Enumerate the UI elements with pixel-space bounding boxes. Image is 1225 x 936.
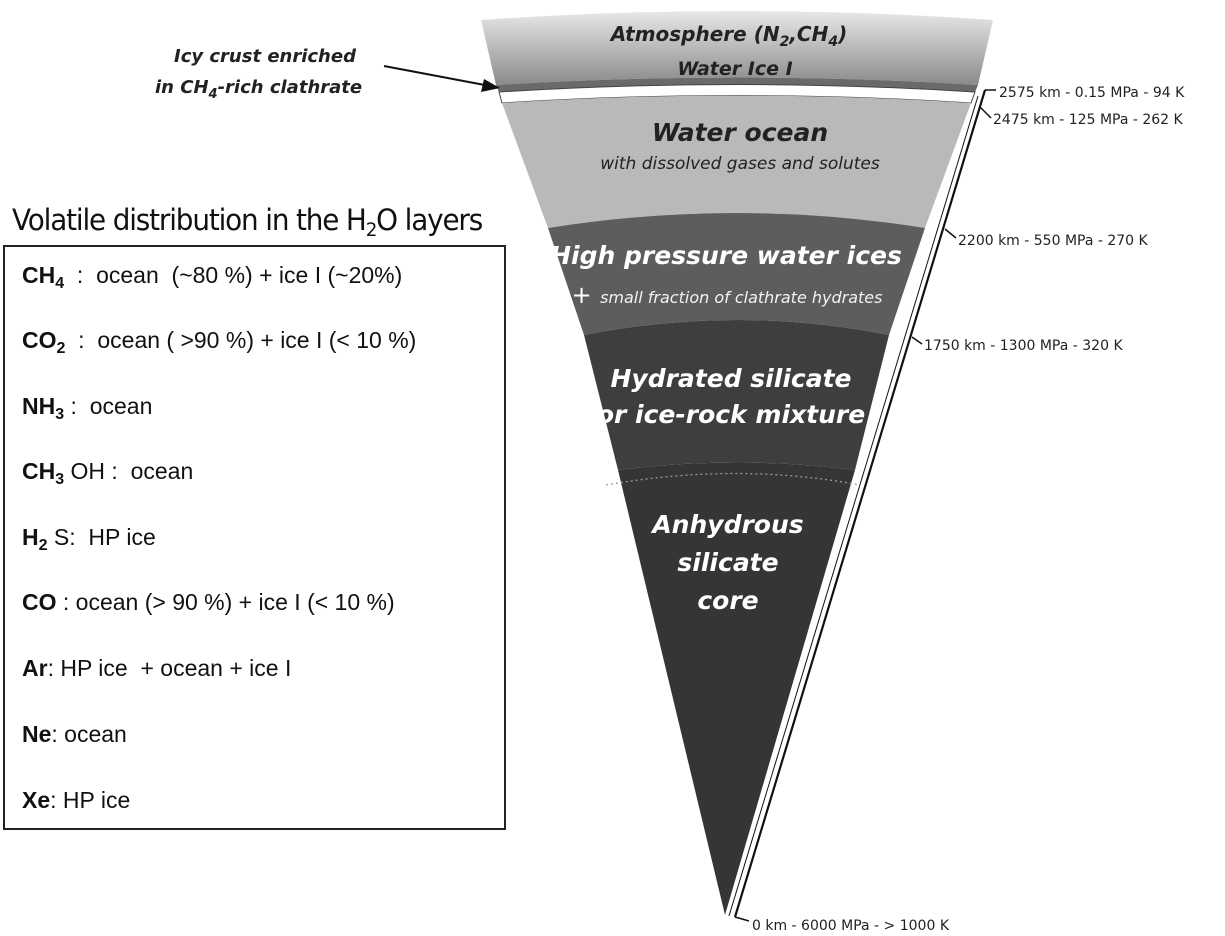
distribution-text: : ocean (> 90 %) + ice I (< 10 %) [56, 589, 395, 615]
volatile-row: NH3 : ocean [22, 393, 152, 424]
atmosphere-label: Atmosphere (N2,CH4) [609, 22, 847, 50]
volatile-row: Ar: HP ice + ocean + ice I [22, 655, 291, 686]
species-name: NH [22, 393, 56, 419]
species-name: Xe [22, 787, 51, 813]
callout-line2: in CH4-rich clathrate [155, 77, 362, 102]
distribution-text: : ocean (~80 %) + ice I (~20%) [64, 262, 403, 288]
distribution-text: : ocean [64, 393, 153, 419]
clathrate-crust-layer [496, 77, 978, 92]
ocean-subtitle: with dissolved gases and solutes [600, 154, 880, 174]
core-line2: silicate [677, 548, 778, 577]
atmosphere-label-sub1: 2 [780, 34, 790, 50]
depth-label-0: 0 km - 6000 MPa - > 1000 K [752, 918, 950, 934]
volatile-row: Xe: HP ice [22, 787, 130, 818]
tick-2475 [979, 106, 992, 119]
hydrated-silicate-layer [584, 320, 889, 470]
callout-line2-suffix: -rich clathrate [218, 77, 363, 98]
hydrated-line2: or ice-rock mixture [597, 400, 865, 429]
depth-scale-line-inner [728, 95, 979, 917]
hp-ice-layer [548, 213, 925, 335]
volatile-row: Ne: ocean [22, 721, 127, 752]
ice-i-label: Water Ice I [677, 58, 792, 80]
ocean-layer [502, 95, 971, 228]
silicate-core-layer [618, 462, 855, 915]
tick-2200 [944, 228, 957, 239]
callout-line1: Icy crust enriched [174, 46, 357, 67]
species-subscript: 3 [55, 406, 65, 423]
species-name: CH [22, 458, 56, 484]
ocean-title: Water ocean [652, 118, 828, 147]
panel-title: Volatile distribution in the H2O layers [12, 203, 483, 241]
callout-arrow-head [481, 79, 500, 92]
species-name: CO [22, 589, 57, 615]
species-subscript: 3 [55, 471, 65, 488]
species-name: Ne [22, 721, 52, 747]
distribution-text: : ocean ( >90 %) + ice I (< 10 %) [65, 327, 417, 353]
volatile-row: CO : ocean (> 90 %) + ice I (< 10 %) [22, 589, 395, 620]
core-line3: core [697, 586, 758, 615]
tick-0 [734, 916, 750, 922]
panel-title-sub: 2 [365, 219, 378, 241]
hp-ice-subtitle: small fraction of clathrate hydrates [600, 288, 882, 307]
atmosphere-label-prefix: Atmosphere (N [609, 22, 780, 46]
species-name: H [22, 524, 39, 550]
core-line1: Anhydrous [650, 510, 803, 539]
volatile-row: CO2 : ocean ( >90 %) + ice I (< 10 %) [22, 327, 416, 358]
species-subscript: 2 [38, 537, 48, 554]
atmosphere-label-mid: ,CH [788, 22, 828, 46]
species-name: CH [22, 262, 56, 288]
atmosphere-label-suffix: ) [837, 22, 847, 46]
depth-label-2475: 2475 km - 125 MPa - 262 K [993, 112, 1184, 128]
tick-1750 [911, 336, 923, 345]
distribution-text: S: HP ice [47, 524, 156, 550]
depth-scale-line [733, 89, 987, 918]
species-name: CO [22, 327, 57, 353]
callout-line2-prefix: in CH [155, 77, 209, 98]
depth-label-2575: 2575 km - 0.15 MPa - 94 K [999, 85, 1185, 101]
hp-ice-subtitle-line: + small fraction of clathrate hydrates [572, 281, 883, 309]
atmosphere-layer [481, 11, 993, 85]
atmosphere-label-sub2: 4 [827, 34, 838, 50]
panel-title-prefix: Volatile distribution in the H [12, 203, 367, 237]
volatile-distribution-panel: CH4 : ocean (~80 %) + ice I (~20%) CO2 :… [3, 245, 506, 830]
species-name: Ar [22, 655, 48, 681]
species-subscript: 2 [56, 340, 66, 357]
hp-ice-plus: + [572, 281, 592, 309]
depth-label-1750: 1750 km - 1300 MPa - 320 K [924, 338, 1123, 354]
distribution-text: : HP ice + ocean + ice I [47, 655, 292, 681]
callout-line2-sub: 4 [208, 87, 218, 102]
distribution-text: : ocean [51, 721, 127, 747]
callout-arrow-line [383, 65, 491, 87]
species-subscript: 4 [55, 275, 65, 292]
distribution-text: : HP ice [50, 787, 131, 813]
volatile-row: H2 S: HP ice [22, 524, 156, 555]
hp-ice-title: High pressure water ices [550, 241, 902, 270]
depth-label-2200: 2200 km - 550 MPa - 270 K [958, 233, 1149, 249]
volatile-row: CH4 : ocean (~80 %) + ice I (~20%) [22, 262, 402, 293]
hydrated-line1: Hydrated silicate [610, 364, 851, 393]
panel-title-suffix: O layers [376, 203, 483, 237]
distribution-text: OH : ocean [64, 458, 194, 484]
volatile-row: CH3 OH : ocean [22, 458, 193, 489]
